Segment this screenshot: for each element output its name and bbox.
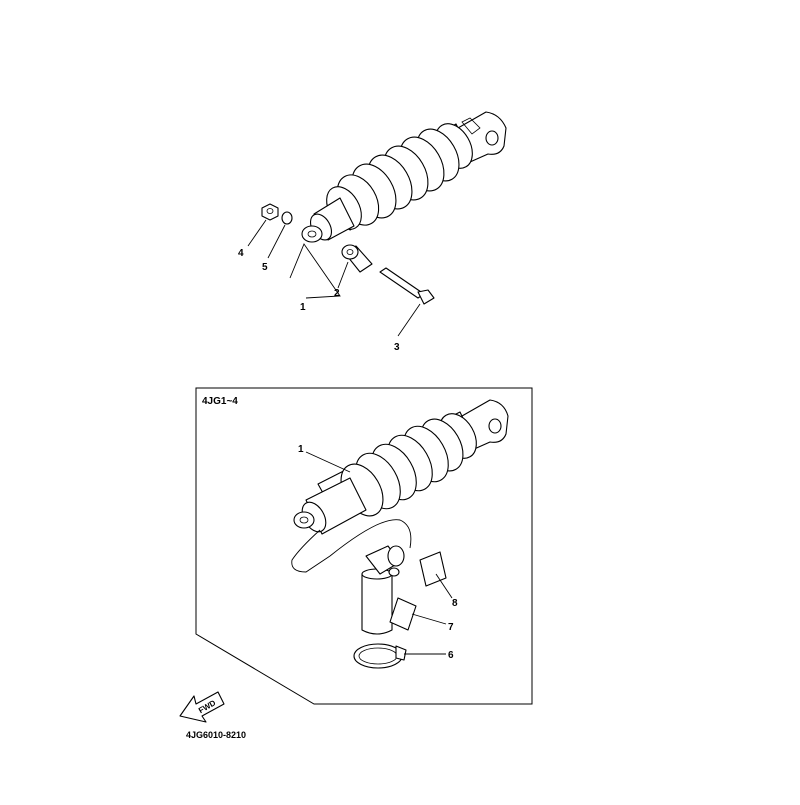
- callout-1: 1: [300, 302, 306, 313]
- leader-lines-box: [305, 451, 453, 655]
- callout-3: 3: [394, 342, 400, 353]
- shock-absorber-assembly-box: [291, 399, 509, 669]
- callout-8: 8: [452, 598, 458, 609]
- callout-1: 1: [298, 444, 304, 455]
- callout-2: 2: [334, 288, 340, 299]
- leader-lines-top: [247, 219, 421, 337]
- shock-absorber-assembly-top: [261, 111, 507, 305]
- callouts-top: 4 5 1 2 3: [238, 248, 400, 353]
- fwd-arrow-icon: FWD: [179, 691, 225, 723]
- callouts-box: 1 8 7 6: [298, 444, 458, 661]
- callout-6: 6: [448, 650, 454, 661]
- callout-5: 5: [262, 262, 268, 273]
- variant-box-frame: [195, 387, 533, 705]
- diagram-code: 4JG6010-8210: [186, 730, 246, 740]
- variant-box-label: 4JG1~4: [202, 396, 238, 407]
- callout-7: 7: [448, 622, 454, 633]
- callout-4: 4: [238, 248, 244, 259]
